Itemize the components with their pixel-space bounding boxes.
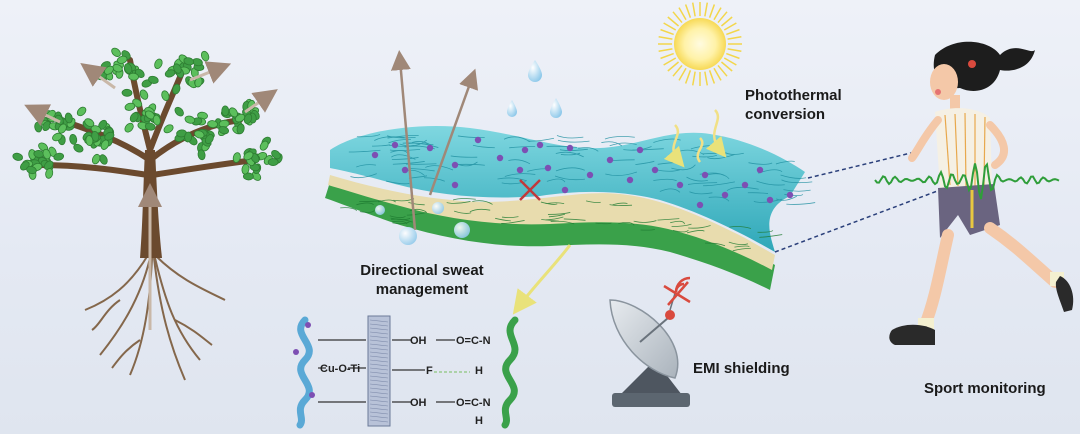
sun-icon	[658, 2, 742, 86]
chem-h-bottom: H	[475, 415, 483, 427]
fabric-beige-layer	[328, 175, 775, 270]
tree-illustration	[12, 47, 283, 381]
water-droplets	[375, 60, 562, 245]
label-photothermal-conversion: Photothermal conversion	[745, 87, 842, 123]
tree-roots	[84, 254, 226, 381]
polymer-chain-green	[501, 316, 519, 429]
tree-leaves	[12, 47, 283, 181]
blocked-cross-icon	[519, 179, 541, 201]
polymer-chain-blue	[296, 316, 313, 429]
chem-ocn-top: O=C-N	[456, 335, 491, 347]
chem-oh-top: OH	[410, 335, 427, 347]
label-directional-sweat-management: Directional sweat management	[360, 262, 484, 298]
zoom-arrow	[512, 244, 572, 315]
runner-illustration	[774, 41, 1074, 345]
chemical-structure: OH OH O=C-N O=C-N H H F Cu-O-Ti	[293, 315, 519, 429]
label-emi-shielding: EMI shielding	[693, 360, 790, 377]
satellite-dish-icon	[609, 276, 691, 407]
sensor-signal-wave	[874, 162, 1060, 200]
chem-f: F	[426, 365, 433, 377]
chem-cu-o-ti: Cu-O-Ti	[320, 363, 360, 375]
sweat-evaporation-arrows	[390, 50, 479, 231]
chem-h-top: H	[475, 365, 483, 377]
label-sport-monitoring: Sport monitoring	[924, 380, 1046, 397]
heat-wave-arrows	[663, 109, 727, 168]
tree-water-arrows	[24, 61, 278, 330]
chem-ocn-bottom: O=C-N	[456, 397, 491, 409]
nanoparticles	[371, 136, 794, 209]
chem-oh-bottom: OH	[410, 397, 427, 409]
mxene-stack	[367, 315, 391, 427]
